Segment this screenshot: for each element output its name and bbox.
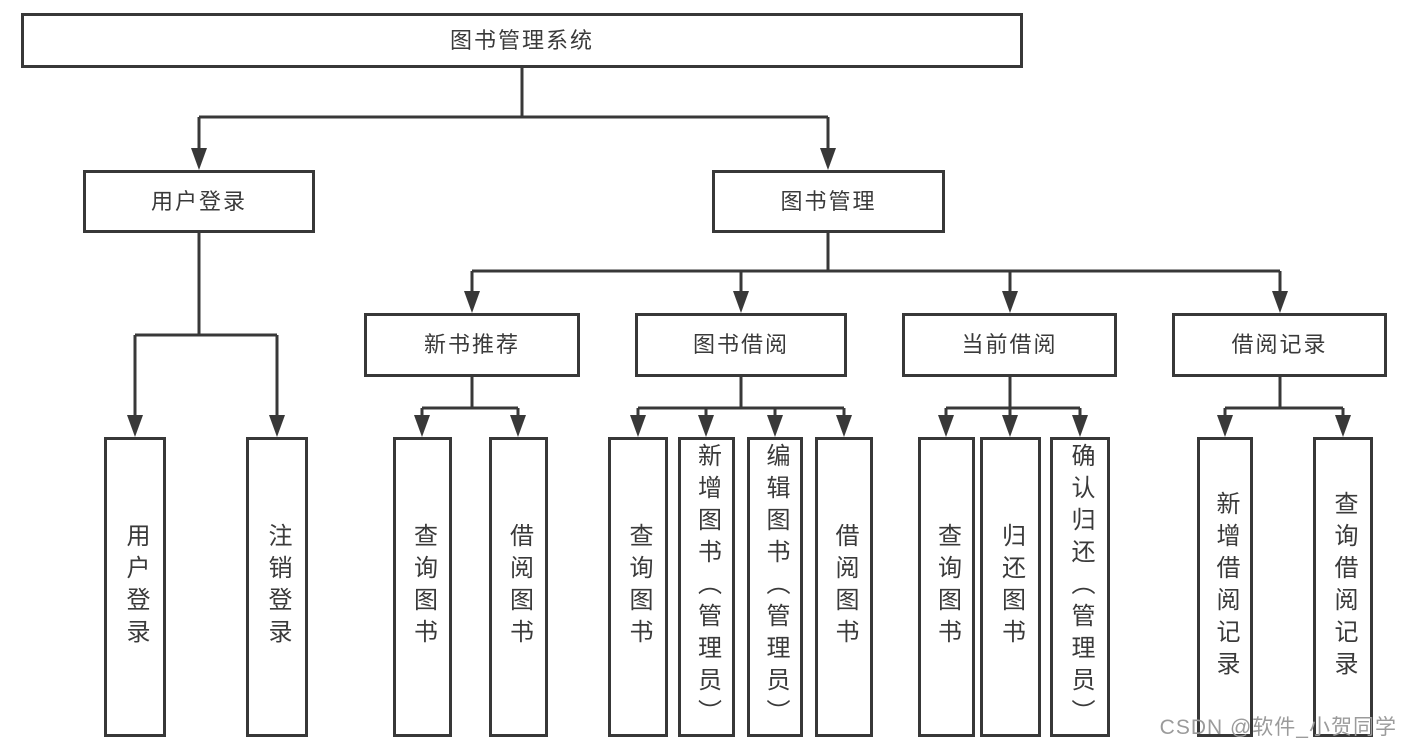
connector-newbook-to-leaves xyxy=(414,377,526,437)
leaf-confirm-return-admin: 确认归还（管理员） xyxy=(1050,437,1110,737)
connector-login-to-leaves xyxy=(127,233,285,437)
leaf-user-login: 用户登录 xyxy=(104,437,166,737)
leaf-query-borrow-record: 查询借阅记录 xyxy=(1313,437,1373,737)
connector-current-to-leaves xyxy=(938,377,1088,437)
node-book-management: 图书管理 xyxy=(712,170,945,233)
leaf-query-books-current: 查询图书 xyxy=(918,437,975,737)
leaf-query-books-borrow: 查询图书 xyxy=(608,437,668,737)
node-current-borrow: 当前借阅 xyxy=(902,313,1117,377)
connector-bookmgmt-to-sections xyxy=(464,233,1288,313)
connector-borrow-to-leaves xyxy=(630,377,852,437)
connector-root-to-level2 xyxy=(191,68,836,170)
csdn-watermark: CSDN @软件_小贺同学 xyxy=(1159,716,1397,739)
node-library-system: 图书管理系统 xyxy=(21,13,1023,68)
leaf-borrow-books: 借阅图书 xyxy=(815,437,873,737)
leaf-logout: 注销登录 xyxy=(246,437,308,737)
leaf-borrow-books-recommend: 借阅图书 xyxy=(489,437,548,737)
leaf-edit-books-admin: 编辑图书（管理员） xyxy=(747,437,803,737)
connector-records-to-leaves xyxy=(1217,377,1351,437)
leaf-add-books-admin: 新增图书（管理员） xyxy=(678,437,735,737)
node-borrow-records: 借阅记录 xyxy=(1172,313,1387,377)
node-book-borrow: 图书借阅 xyxy=(635,313,847,377)
leaf-query-books-recommend: 查询图书 xyxy=(393,437,452,737)
leaf-return-books: 归还图书 xyxy=(980,437,1041,737)
leaf-add-borrow-record: 新增借阅记录 xyxy=(1197,437,1253,737)
node-user-login: 用户登录 xyxy=(83,170,315,233)
node-new-book-recommend: 新书推荐 xyxy=(364,313,580,377)
